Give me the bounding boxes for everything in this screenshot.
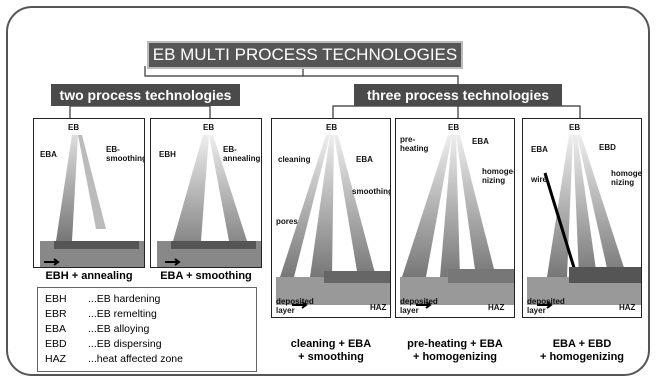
wire-line [543,172,577,272]
beam-shape [334,135,376,277]
beam-shape [173,135,209,241]
arrow-icon [44,258,60,266]
arrow-icon [537,301,553,309]
legend-abbr: EBD [45,338,67,350]
beam-shape [78,135,106,229]
label-deposited-layer: deposited layer [276,297,314,315]
panel-preheating-eba-homogenizing: EB pre- heating EBA homoge- nizing depos… [395,118,515,318]
legend-definition: ...EB dispersing [88,338,162,350]
label-homogenizing: homoge- nizing [611,169,642,187]
label-pores: pores [276,217,298,226]
label-ebh: EBH [159,150,176,159]
legend-definition: ...EB hardening [88,293,161,305]
panel-illustration [157,135,261,267]
panel-illustration [276,135,390,309]
legend-abbr: HAZ [45,353,66,365]
label-ebd: EBD [599,143,616,152]
label-haz: HAZ [370,303,387,312]
label-eb-smoothing: EB- smoothing [106,145,145,163]
legend-abbr: EBH [45,293,67,305]
label-smoothing: smoothing [352,187,391,196]
arrow-icon [165,258,181,266]
panel-illustration [40,135,144,267]
treated-layer [54,241,139,249]
label-homogenizing: homoge- nizing [482,167,515,185]
legend-definition: ...EB remelting [88,308,157,320]
panel-ebh-annealing: EB EBA EB- smoothing [33,118,145,268]
caption-eba-smoothing: EBA + smoothing [160,270,252,282]
title-connector [144,66,459,84]
beam-shape [56,135,78,241]
label-deposited-layer: deposited layer [527,297,565,315]
label-haz: HAZ [488,303,505,312]
panel-eba-smoothing: EB EBH EB- annealing [150,118,262,268]
treated-layer [171,241,256,249]
caption-eba-ebd-homogenizing: EBA + EBD + homogenizing [539,338,625,363]
deposited-layer [324,271,390,283]
panel-illustration [400,135,514,309]
caption-ebh-annealing: EBH + annealing [45,270,133,282]
legend: EBH ...EB hardening EBR ...EB remelting EB… [37,287,257,372]
label-wire: wire [531,175,548,184]
label-pre-heating: pre- heating [400,135,429,153]
beam-shape [440,135,460,277]
beam-shape [573,135,597,277]
panel-cleaning-eba-smoothing: EB cleaning EBA smoothing pores deposite… [271,118,391,318]
label-eb-annealing: EB- annealing [223,145,261,163]
beam-shape [310,135,334,277]
deposited-layer [448,269,514,283]
arrow-icon [292,301,308,309]
label-eba: EBA [531,145,548,154]
label-eba: EBA [356,155,373,164]
label-cleaning: cleaning [278,155,311,164]
label-eb: EB [68,123,80,132]
deposited-layer [569,267,641,283]
two-group-connector [69,105,211,118]
label-deposited-layer: deposited layer [400,297,438,315]
three-group-connector [332,105,581,118]
legend-definition: ...EB alloying [88,323,150,335]
label-eb: EB [326,123,338,132]
three-process-header: three process technologies [354,84,562,106]
beam-shape [402,135,452,277]
panel-eba-ebd-homogenizing: EB EBA EBD homoge- nizing wire deposited… [522,118,642,318]
beam-shape [456,135,496,277]
panel-illustration [527,135,641,309]
legend-abbr: EBA [45,323,67,335]
label-eba: EBA [472,137,489,146]
legend-abbr: EBR [45,308,67,320]
label-eba: EBA [40,150,57,159]
label-eb: EB [448,123,460,132]
arrow-icon [416,301,432,309]
caption-preheating-eba-homogenizing: pre-heating + EBA + homogenizing [407,338,503,363]
beam-shape [577,135,627,277]
beam-shape [280,135,330,277]
label-haz: HAZ [619,303,636,312]
legend-definition: ...heat affected zone [88,353,183,365]
label-eb: EB [569,123,581,132]
caption-cleaning-eba-smoothing: cleaning + EBA + smoothing [290,338,372,363]
label-eb: EB [203,123,215,132]
two-process-header: two process technologies [51,84,240,106]
main-title: EB MULTI PROCESS TECHNOLOGIES [147,41,463,69]
beam-shape [209,135,247,241]
